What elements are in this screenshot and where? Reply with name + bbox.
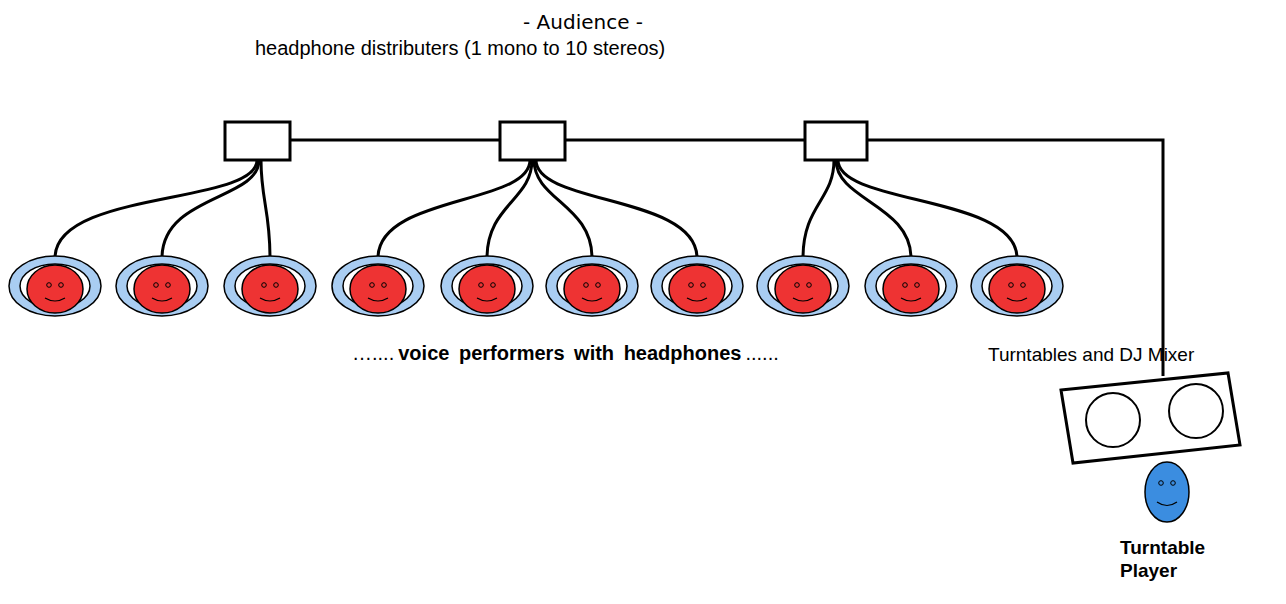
distributor-box (805, 122, 867, 160)
cable (838, 160, 1017, 258)
headphones (9, 256, 101, 316)
performer-with-headphones (332, 256, 424, 316)
eye (903, 283, 908, 288)
eye (701, 283, 706, 288)
eye (915, 283, 920, 288)
eye (47, 283, 52, 288)
eye (596, 283, 601, 288)
player-head (1145, 462, 1189, 522)
turntable-platter (1086, 393, 1140, 447)
performer-with-headphones (971, 256, 1063, 316)
performer-with-headphones (441, 256, 533, 316)
distributor-box (225, 122, 290, 160)
performer-head (775, 265, 831, 313)
performer-head (27, 265, 83, 313)
performers (9, 256, 1063, 316)
eye (166, 283, 171, 288)
headphones (441, 256, 533, 316)
cable (536, 160, 697, 258)
performer-head (989, 265, 1045, 313)
cable (55, 160, 257, 258)
player-label: Turntable Player (1120, 537, 1220, 583)
performer-with-headphones (865, 256, 957, 316)
distributors (225, 122, 867, 160)
eye (382, 283, 387, 288)
eye (689, 283, 694, 288)
eye (584, 283, 589, 288)
performer-with-headphones (546, 256, 638, 316)
eye (274, 283, 279, 288)
performer-head (350, 265, 406, 313)
performer-with-headphones (651, 256, 743, 316)
smile (152, 298, 172, 301)
smile (1157, 502, 1177, 506)
cable (487, 160, 532, 258)
turntable-platter (1169, 384, 1223, 438)
performer-head (242, 265, 298, 313)
cable (261, 160, 270, 258)
headphones (757, 256, 849, 316)
cable (162, 160, 259, 258)
performer-head (883, 265, 939, 313)
performer-head (564, 265, 620, 313)
eye (1021, 283, 1026, 288)
smile (687, 298, 707, 301)
distributor-label: headphone distributers (1 mono to 10 ste… (255, 36, 665, 60)
performer-with-headphones (224, 256, 316, 316)
eye (1171, 481, 1176, 486)
eye (491, 283, 496, 288)
smile (793, 298, 813, 301)
performer-with-headphones (116, 256, 208, 316)
node-title: Turntables and DJ Mixer (988, 344, 1194, 366)
headphones (116, 256, 208, 316)
distributor-box (500, 122, 565, 160)
eye (1159, 481, 1164, 486)
headphones (865, 256, 957, 316)
performers-caption-bold: voice performers with headphones (398, 342, 741, 365)
headphones (546, 256, 638, 316)
headphones (971, 256, 1063, 316)
caption-dots: ….... (352, 342, 394, 365)
eye (479, 283, 484, 288)
performer-with-headphones (757, 256, 849, 316)
cables (55, 140, 1163, 376)
performer-head (459, 265, 515, 313)
turntable-player-figure (1145, 462, 1189, 522)
eye (795, 283, 800, 288)
smile (901, 298, 921, 301)
main-cable (290, 140, 1163, 376)
eye (59, 283, 64, 288)
smile (45, 298, 65, 301)
cable (803, 160, 834, 258)
smile (368, 298, 388, 301)
eye (807, 283, 812, 288)
headphones (332, 256, 424, 316)
smile (260, 298, 280, 301)
mixer-box (1061, 373, 1240, 463)
performer-with-headphones (9, 256, 101, 316)
headphones (224, 256, 316, 316)
eye (1009, 283, 1014, 288)
heading: - Audience - (523, 10, 643, 34)
eye (370, 283, 375, 288)
performer-head (669, 265, 725, 313)
performer-head (134, 265, 190, 313)
smile (582, 298, 602, 301)
eye (262, 283, 267, 288)
smile (1007, 298, 1027, 301)
smile (477, 298, 497, 301)
performers-caption: …....voice performers with headphones...… (352, 342, 779, 365)
eye (154, 283, 159, 288)
turntable-mixer: Turntables and DJ Mixer (985, 340, 1270, 470)
caption-dots: ...... (745, 342, 778, 365)
headphones (651, 256, 743, 316)
